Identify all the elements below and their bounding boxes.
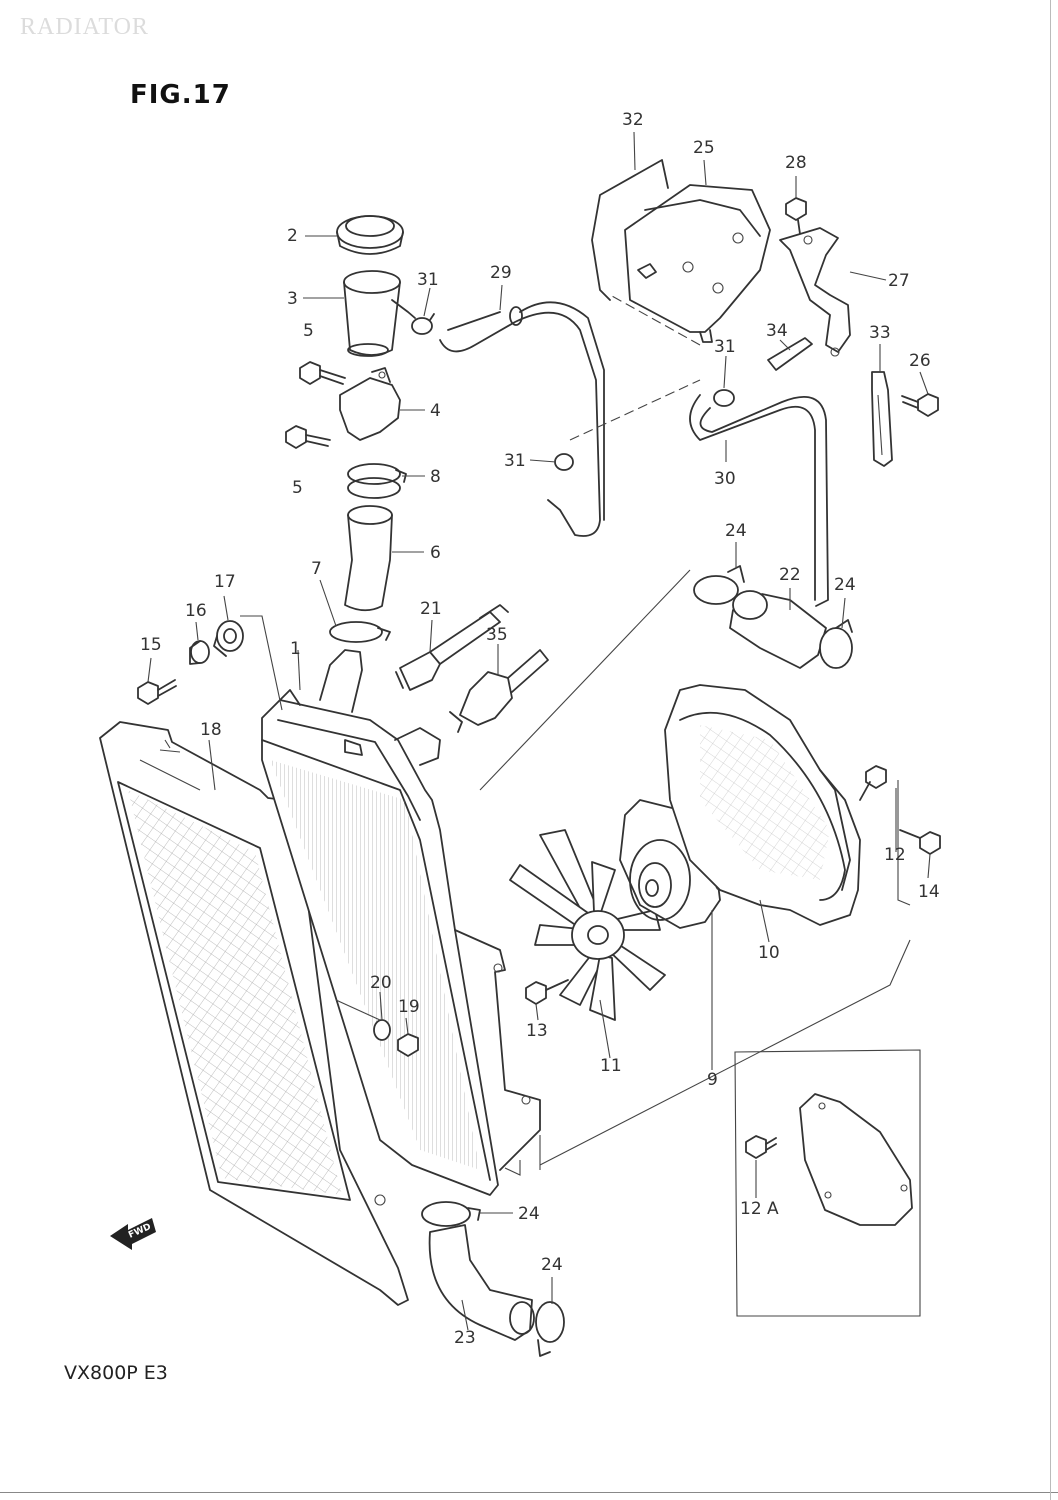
callout-31-a: 31: [417, 270, 439, 290]
bracket-part-4: [339, 367, 401, 441]
callout-25: 25: [693, 138, 715, 158]
callout-13: 13: [526, 1021, 548, 1041]
hose-clamp-part-24-d: [535, 1301, 565, 1357]
thermo-switch-part-21: [395, 604, 509, 691]
callout-18: 18: [200, 720, 222, 740]
hose-clamp-part-24-a: [693, 565, 745, 605]
callout-9: 9: [707, 1070, 718, 1090]
radiator-cap-part-2: [336, 215, 404, 255]
callout-2: 2: [287, 226, 298, 246]
callout-1: 1: [290, 639, 301, 659]
hose-clamp-part-24-c: [421, 1201, 481, 1227]
callout-30: 30: [714, 469, 736, 489]
callout-10: 10: [758, 943, 780, 963]
section-watermark: RADIATOR: [20, 14, 149, 40]
hose-clamp-part-24-b: [819, 619, 853, 669]
radiator-hose-part-22: [729, 590, 827, 669]
callout-11: 11: [600, 1056, 622, 1076]
callout-12-A: 12 A: [740, 1199, 779, 1219]
forward-direction-arrow: FWD: [110, 1218, 156, 1250]
hose-clamp-part-7: [329, 621, 391, 643]
callout-35: 35: [486, 625, 508, 645]
bolt-part-28: [785, 197, 807, 235]
callout-21: 21: [420, 599, 442, 619]
callout-33: 33: [869, 323, 891, 343]
callout-20: 20: [370, 973, 392, 993]
grommet-part-17: [213, 620, 244, 657]
hose-clip-part-31-c: [554, 453, 574, 471]
hose-clamp-part-8: [347, 463, 407, 499]
strap-part-33: [871, 371, 893, 467]
collar-part-16: [189, 640, 210, 665]
bracket-part-27: [779, 227, 851, 357]
callout-24-d: 24: [541, 1255, 563, 1275]
callout-24-b: 24: [834, 575, 856, 595]
figure-title: FIG.17: [130, 80, 231, 110]
callout-19: 19: [398, 997, 420, 1017]
filler-neck-part-3: [343, 270, 416, 357]
callout-labels: 2 3 31 5 4 5 8 6 7 1 15 16 17 18 21 35 2…: [140, 110, 940, 1348]
callout-14: 14: [918, 882, 940, 902]
callout-7: 7: [311, 559, 322, 579]
radiator-shroud-part-18: [99, 721, 409, 1306]
callout-31-b: 31: [714, 337, 736, 357]
bolt-part-14: [899, 829, 941, 855]
sensor-part-35: [449, 649, 549, 733]
radiator-hose-part-23: [428, 1224, 535, 1341]
page-right-border: [1050, 0, 1051, 1500]
reservoir-tank-part-25: [624, 184, 771, 343]
bolt-part-5-lower: [285, 425, 331, 449]
callout-28: 28: [785, 153, 807, 173]
radiator-core-part-1: [261, 649, 541, 1196]
hose-clip-part-31-b: [713, 389, 735, 407]
callout-17: 17: [214, 572, 236, 592]
callout-31-c: 31: [504, 451, 526, 471]
radiator-hose-part-6: [344, 505, 393, 612]
overflow-hose-part-30: [689, 394, 829, 607]
tank-cover-part-32: [591, 159, 669, 301]
bolt-part-5-upper: [299, 361, 346, 385]
hose-clip-part-31-a: [411, 313, 435, 335]
callout-5-a: 5: [303, 321, 314, 341]
bolt-part-26: [901, 393, 939, 417]
bolt-part-13: [525, 979, 569, 1005]
callout-32: 32: [622, 110, 644, 130]
model-code: VX800P E3: [64, 1362, 168, 1384]
page-bottom-border: [0, 1492, 1058, 1493]
callout-6: 6: [430, 543, 441, 563]
inset-box: [734, 1049, 921, 1317]
callout-23: 23: [454, 1328, 476, 1348]
callout-3: 3: [287, 289, 298, 309]
callout-27: 27: [888, 271, 910, 291]
overflow-hose-part-29: [439, 301, 605, 537]
bolt-part-15: [137, 679, 177, 705]
callout-26: 26: [909, 351, 931, 371]
bolt-part-19: [397, 1033, 419, 1057]
callout-8: 8: [430, 467, 441, 487]
callout-34: 34: [766, 321, 788, 341]
callout-16: 16: [185, 601, 207, 621]
callout-22: 22: [779, 565, 801, 585]
callout-4: 4: [430, 401, 441, 421]
collar-part-20: [373, 1019, 391, 1041]
bolt-part-12: [859, 765, 887, 801]
leader-lines: [147, 131, 931, 1331]
callout-24-a: 24: [725, 521, 747, 541]
callout-15: 15: [140, 635, 162, 655]
callout-29: 29: [490, 263, 512, 283]
callout-12-a: 12: [884, 845, 906, 865]
callout-5-b: 5: [292, 478, 303, 498]
plate-part-34: [767, 337, 813, 371]
fan-shroud-part-10: [664, 684, 861, 926]
callout-24-c: 24: [518, 1204, 540, 1224]
